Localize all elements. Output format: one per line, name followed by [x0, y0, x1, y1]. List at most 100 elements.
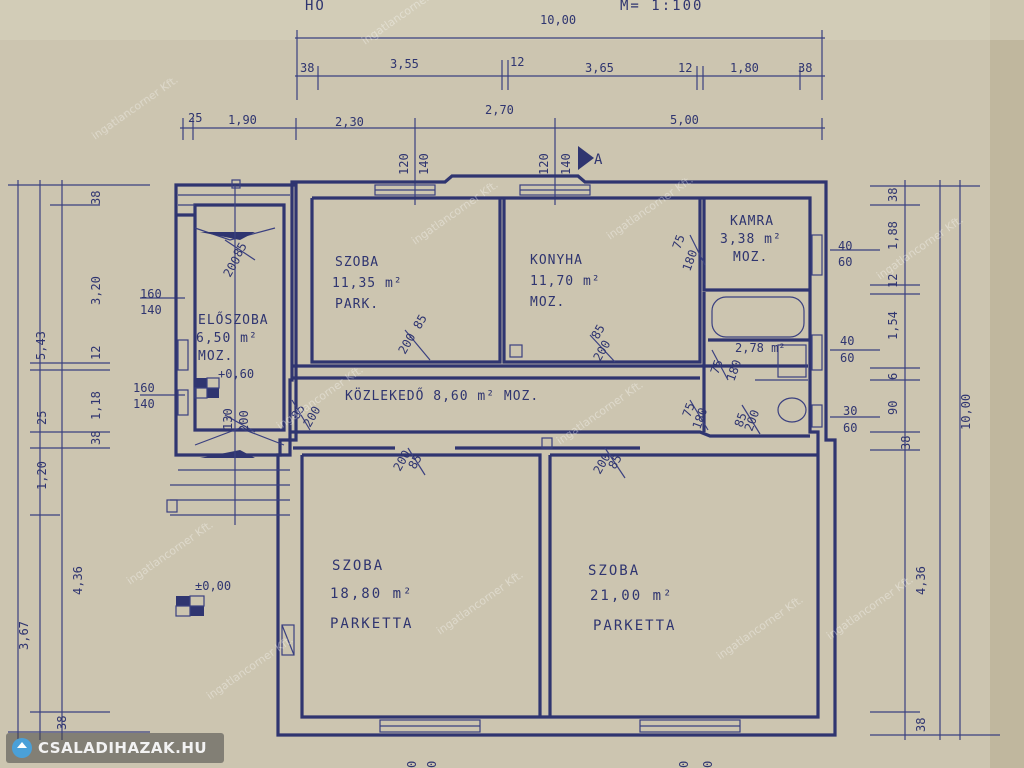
right-dimension-lines [830, 180, 1000, 740]
dim-left-5: 38 [89, 431, 103, 445]
dim-right-1: 38 [886, 188, 900, 202]
door-mark: 85 [588, 322, 607, 342]
door-mark: 85 [410, 312, 429, 332]
dim-top-5: 12 [678, 61, 692, 75]
dim-right-3: 12 [886, 274, 900, 288]
left-dimension-lines [8, 180, 185, 740]
room-szoba-1: SZOBA 11,35 m² PARK. [332, 255, 403, 312]
door-mark: 200 [237, 410, 251, 432]
room-floor: MOZ. [530, 295, 565, 310]
dim-right-opening-6: 60 [843, 421, 857, 435]
door-mark: 180 [724, 358, 745, 383]
dim-right-6: 90 [886, 401, 900, 415]
dim-right-opening-3: 40 [840, 334, 854, 348]
door-swings [194, 227, 761, 479]
outer-walls [174, 174, 837, 737]
level-symbols [175, 377, 220, 617]
dim-left-opening-2: 140 [140, 303, 162, 317]
dim-second-4: 2,70 [485, 103, 514, 117]
door-mark: 180 [680, 248, 701, 273]
door-mark: 75 [670, 233, 688, 251]
door-mark: 130 [221, 408, 235, 430]
dim-second-5: 5,00 [670, 113, 699, 127]
dim-left-2: 3,20 [89, 276, 103, 305]
dim-left-1: 38 [89, 191, 103, 205]
room-area: 11,70 m² [530, 274, 601, 289]
room-name: SZOBA [588, 563, 640, 579]
sink-icon [777, 344, 807, 378]
room-floor: PARKETTA [593, 618, 676, 634]
header-title: HO [305, 0, 326, 14]
dim-left-opening-3: 160 [133, 381, 155, 395]
header-scale: M= 1:100 [620, 0, 703, 14]
top-dimension-lines [180, 30, 825, 140]
dim-top-4: 3,65 [585, 61, 614, 75]
room-bathroom: 2,78 m² [735, 341, 786, 355]
dim-left-outer-1: 5,43 [34, 331, 48, 360]
bathtub-icon [711, 296, 805, 338]
room-konyha: KONYHA 11,70 m² MOZ. [530, 253, 601, 310]
room-kozlekedo: KÖZLEKEDŐ 8,60 m² MOZ. [345, 387, 538, 404]
room-name: KONYHA [530, 253, 583, 268]
room-eloszoba: ELŐSZOBA 6,50 m² MOZ. +0,60 [196, 312, 269, 381]
dim-bottom-2: 0 [425, 761, 439, 768]
toilet-icon [777, 397, 807, 423]
door-mark: 180 [690, 406, 711, 431]
dim-left-9: 38 [55, 716, 69, 730]
room-szoba-2: SZOBA 18,80 m² PARKETTA [330, 558, 413, 632]
windows [177, 184, 823, 733]
door-mark: 85 [605, 452, 624, 472]
room-area: 3,38 m² [720, 232, 782, 247]
dim-right-5: 6 [886, 373, 900, 380]
site-logo[interactable]: CSALADIHAZAK.HU [6, 733, 224, 763]
dim-top-3: 12 [510, 55, 524, 69]
door-mark: 200 [742, 408, 763, 433]
dim-left-opening-4: 140 [133, 397, 155, 411]
dim-window-2: 140 [417, 153, 431, 175]
dim-left-outer-2: 3,67 [17, 621, 31, 650]
dim-right-4: 1,54 [886, 311, 900, 340]
room-name: ELŐSZOBA [198, 312, 269, 328]
room-area: 6,50 m² [196, 331, 258, 346]
dim-top-7: 38 [798, 61, 812, 75]
dim-right-8: 4,36 [914, 566, 928, 595]
dim-right-9: 38 [914, 718, 928, 732]
dim-left-8: 4,36 [71, 566, 85, 595]
room-floor: PARKETTA [330, 616, 413, 632]
dim-second-2: 1,90 [228, 113, 257, 127]
dim-left-3: 12 [89, 346, 103, 360]
room-floor: MOZ. [733, 250, 768, 265]
dim-second-3: 2,30 [335, 115, 364, 129]
dim-left-6: 25 [35, 411, 49, 425]
room-area: 2,78 m² [735, 341, 786, 355]
door-mark: 85 [405, 452, 424, 472]
room-area: 18,80 m² [330, 586, 413, 602]
door-mark: 75 [680, 401, 698, 419]
dim-right-opening-1: 40 [838, 239, 852, 253]
dim-top-2: 3,55 [390, 57, 419, 71]
dim-right-outer: 10,00 [959, 394, 973, 430]
door-mark: 85 [230, 240, 249, 260]
room-name: KAMRA [730, 214, 774, 229]
room-szoba-3: SZOBA 21,00 m² PARKETTA [588, 563, 676, 634]
dim-right-opening-4: 60 [840, 351, 854, 365]
dim-top-6: 1,80 [730, 61, 759, 75]
interior-walls [290, 198, 818, 717]
dim-window-3: 120 [537, 153, 551, 175]
level-mark: ±0,00 [195, 579, 231, 593]
section-arrow-icon [578, 146, 594, 170]
house-logo-icon [12, 738, 32, 758]
dim-right-opening-5: 30 [843, 404, 857, 418]
dim-right-opening-2: 60 [838, 255, 852, 269]
dim-bottom-3: 0 [677, 761, 691, 768]
dim-left-7: 1,20 [35, 461, 49, 490]
room-area: 11,35 m² [332, 276, 403, 291]
room-floor: PARK. [335, 297, 379, 312]
room-area: 21,00 m² [590, 588, 673, 604]
dim-left-4: 1,18 [89, 391, 103, 420]
dim-window-1: 120 [397, 153, 411, 175]
dim-right-7: 38 [899, 436, 913, 450]
entry-stairs [166, 179, 553, 656]
